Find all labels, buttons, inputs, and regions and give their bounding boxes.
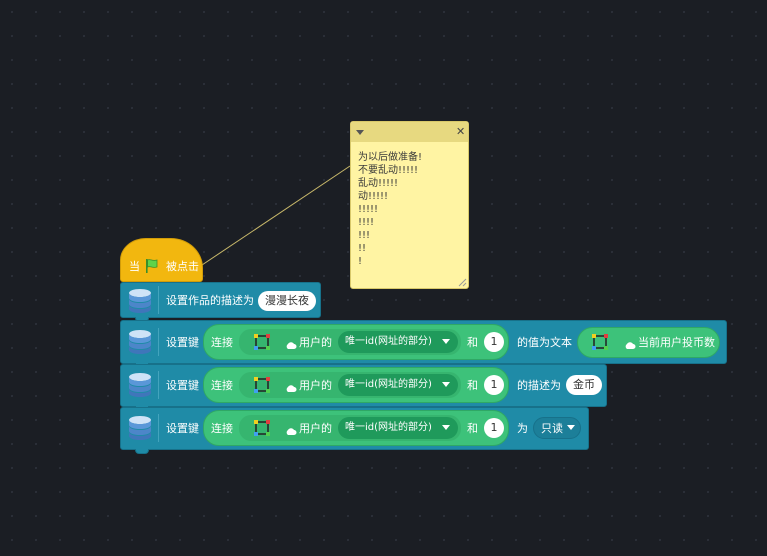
set-description-label: 设置作品的描述为 — [166, 294, 254, 307]
block-divider — [158, 286, 159, 314]
block-notch — [135, 449, 149, 454]
cloud-icon — [285, 335, 297, 349]
comment-line: !!! — [358, 230, 371, 241]
chevron-down-icon — [442, 425, 450, 430]
cloud-user-label: 用户的 — [299, 379, 332, 392]
url-id-dropdown[interactable] — [338, 331, 458, 353]
readonly-dropdown[interactable] — [533, 417, 581, 439]
as-label: 为 — [517, 422, 528, 435]
database-icon — [129, 373, 151, 397]
and-label: 和 — [467, 422, 478, 435]
and-label: 和 — [467, 336, 478, 349]
extension-icon — [254, 334, 270, 350]
comment-line: !! — [358, 243, 367, 254]
cloud-icon — [285, 421, 297, 440]
set-key-label: 设置键 — [166, 336, 199, 349]
database-icon — [129, 289, 151, 313]
collapse-triangle-icon[interactable] — [356, 130, 364, 135]
chevron-down-icon — [567, 425, 575, 430]
comment-line: !!!!! — [358, 204, 379, 215]
cloud-current-label: 当前用户投币数 — [638, 336, 715, 349]
comment-line: 不要乱动!!!!! — [358, 165, 419, 176]
extension-icon — [254, 377, 270, 393]
url-id-dropdown-label: 唯一id(网址的部分) — [345, 336, 432, 347]
extension-icon — [592, 334, 608, 350]
chevron-down-icon — [442, 382, 450, 387]
join-label: 连接 — [211, 422, 233, 435]
comment-line: 乱动!!!!! — [358, 178, 399, 189]
join-label: 连接 — [211, 379, 233, 392]
hat-clicked-label: 被点击 — [166, 260, 199, 273]
description-label: 的描述为 — [517, 379, 561, 392]
set-key-label: 设置键 — [166, 422, 199, 435]
block-divider — [158, 414, 159, 442]
database-icon — [129, 330, 151, 354]
close-icon[interactable]: ✕ — [456, 125, 466, 138]
cloud-user-label: 用户的 — [299, 336, 332, 349]
cloud-current-reporter[interactable] — [577, 327, 720, 358]
cloud-icon — [285, 378, 297, 397]
description-value-field[interactable]: 金币 — [566, 375, 602, 395]
index-number-field[interactable]: 1 — [484, 332, 504, 352]
cloud-icon — [624, 335, 636, 354]
url-id-dropdown[interactable] — [338, 374, 458, 396]
index-number-field[interactable]: 1 — [484, 375, 504, 395]
extension-icon — [254, 420, 270, 436]
hat-when-label: 当 — [129, 260, 140, 273]
index-number-field[interactable]: 1 — [484, 418, 504, 438]
url-id-dropdown[interactable] — [338, 417, 458, 439]
comment-header[interactable] — [351, 122, 468, 142]
comment-line: ! — [358, 256, 363, 267]
cloud-user-label: 用户的 — [299, 422, 332, 435]
comment-line: 动!!!!! — [358, 191, 389, 202]
url-id-dropdown-label: 唯一id(网址的部分) — [345, 422, 432, 433]
block-divider — [158, 328, 159, 356]
comment-text[interactable]: 为以后做准备! 不要乱动!!!!! 乱动!!!!! 动!!!!! !!!!! !… — [358, 153, 464, 270]
comment-note[interactable] — [350, 121, 469, 289]
comment-line: 为以后做准备! — [358, 152, 423, 163]
and-label: 和 — [467, 379, 478, 392]
green-flag-icon — [146, 259, 158, 273]
description-value-field[interactable]: 漫漫长夜 — [258, 291, 316, 311]
database-icon — [129, 416, 151, 440]
resize-handle-icon[interactable] — [458, 278, 467, 287]
chevron-down-icon — [442, 339, 450, 344]
comment-line: !!!! — [358, 217, 375, 228]
url-id-dropdown-label: 唯一id(网址的部分) — [345, 379, 432, 390]
set-key-label: 设置键 — [166, 379, 199, 392]
join-label: 连接 — [211, 336, 233, 349]
value-text-label: 的值为文本 — [517, 336, 572, 349]
readonly-dropdown-label: 只读 — [541, 422, 563, 435]
block-divider — [158, 371, 159, 399]
